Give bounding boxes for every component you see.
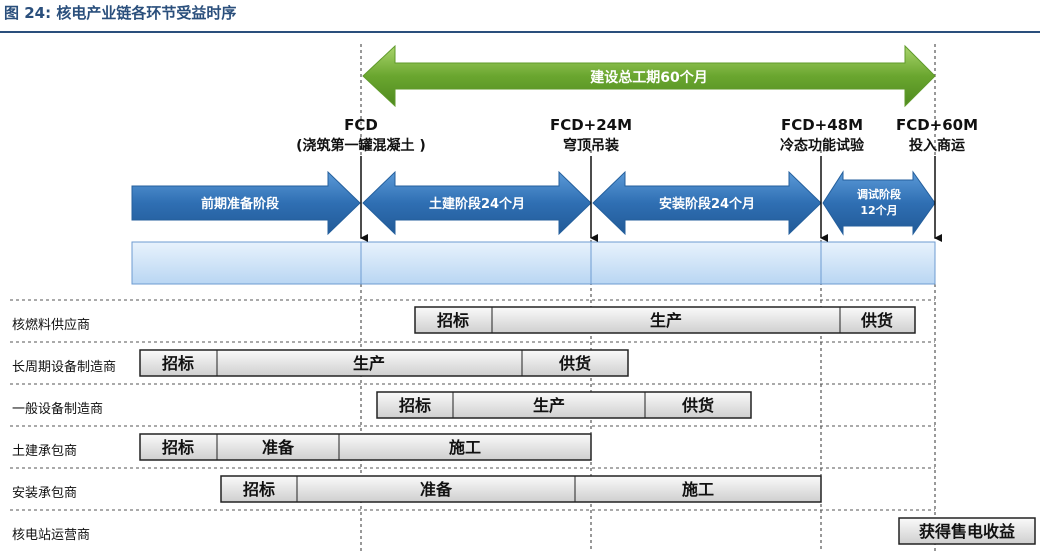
row-fuel-seg-deliver: 供货 xyxy=(860,311,893,330)
row-civil-seg-bid: 招标 xyxy=(162,438,194,457)
phase-label-commission-1: 调试阶段 xyxy=(857,187,901,201)
phase-arrow-prep xyxy=(131,170,361,236)
milestone-48m-code: FCD+48M xyxy=(781,116,863,134)
total-period-arrow xyxy=(362,44,936,108)
row-fuel-seg-bid: 招标 xyxy=(437,311,469,330)
milestone-48m-desc: 冷态功能试验 xyxy=(780,137,865,154)
row-long-cycle-seg-deliver: 供货 xyxy=(558,354,591,373)
row-label-fuel: 核燃料供应商 xyxy=(12,317,90,333)
milestone-24m-desc: 穹顶吊装 xyxy=(563,137,620,154)
milestone-down-arrows xyxy=(360,156,942,242)
row-long-cycle-seg-produce: 生产 xyxy=(353,354,385,373)
row-install-bar xyxy=(220,475,822,503)
row-fuel-bar xyxy=(414,306,916,334)
row-label-civil: 土建承包商 xyxy=(12,444,77,459)
row-label-long-cycle: 长周期设备制造商 xyxy=(12,359,116,375)
figure-title: 图 24: 核电产业链各环节受益时序 xyxy=(4,4,237,22)
row-civil-seg-construct: 施工 xyxy=(449,438,481,457)
row-general-equip-seg-bid: 招标 xyxy=(399,396,431,415)
title-rule xyxy=(0,31,1040,33)
row-civil-seg-prepare: 准备 xyxy=(262,438,295,457)
row-long-cycle-bar xyxy=(139,349,629,377)
phase-label-prep: 前期准备阶段 xyxy=(201,196,279,212)
row-label-install: 安装承包商 xyxy=(12,486,77,501)
phase-label-commission-2: 12个月 xyxy=(860,203,897,217)
row-fuel-seg-produce: 生产 xyxy=(650,311,682,330)
row-install-seg-prepare: 准备 xyxy=(420,480,453,499)
phase-arrow-commission xyxy=(822,170,936,236)
row-general-equip-bar xyxy=(376,391,752,419)
milestone-fcd-code: FCD xyxy=(344,116,378,134)
row-general-equip-seg-deliver: 供货 xyxy=(681,396,714,415)
row-civil-bar xyxy=(139,433,592,461)
row-operator-bar xyxy=(898,517,1036,545)
row-separators xyxy=(10,299,935,511)
row-label-operator: 核电站运营商 xyxy=(12,528,90,543)
milestone-24m-code: FCD+24M xyxy=(550,116,632,134)
timeline-band xyxy=(131,241,936,285)
row-general-equip-seg-produce: 生产 xyxy=(533,396,565,415)
row-install-seg-construct: 施工 xyxy=(682,480,714,499)
row-long-cycle-seg-bid: 招标 xyxy=(162,354,194,373)
phase-label-install: 安装阶段24个月 xyxy=(659,196,755,212)
row-label-general-equip: 一般设备制造商 xyxy=(12,401,103,417)
band-dividers xyxy=(360,242,822,284)
milestone-fcd-desc: (浇筑第一罐混凝土 ) xyxy=(296,137,426,154)
milestone-60m-desc: 投入商运 xyxy=(909,137,965,154)
milestone-60m-code: FCD+60M xyxy=(896,116,978,134)
row-install-seg-bid: 招标 xyxy=(243,480,275,499)
phase-label-civil: 土建阶段24个月 xyxy=(429,196,525,212)
total-period-label: 建设总工期60个月 xyxy=(590,69,707,86)
row-operator-seg-revenue: 获得售电收益 xyxy=(919,522,1015,541)
